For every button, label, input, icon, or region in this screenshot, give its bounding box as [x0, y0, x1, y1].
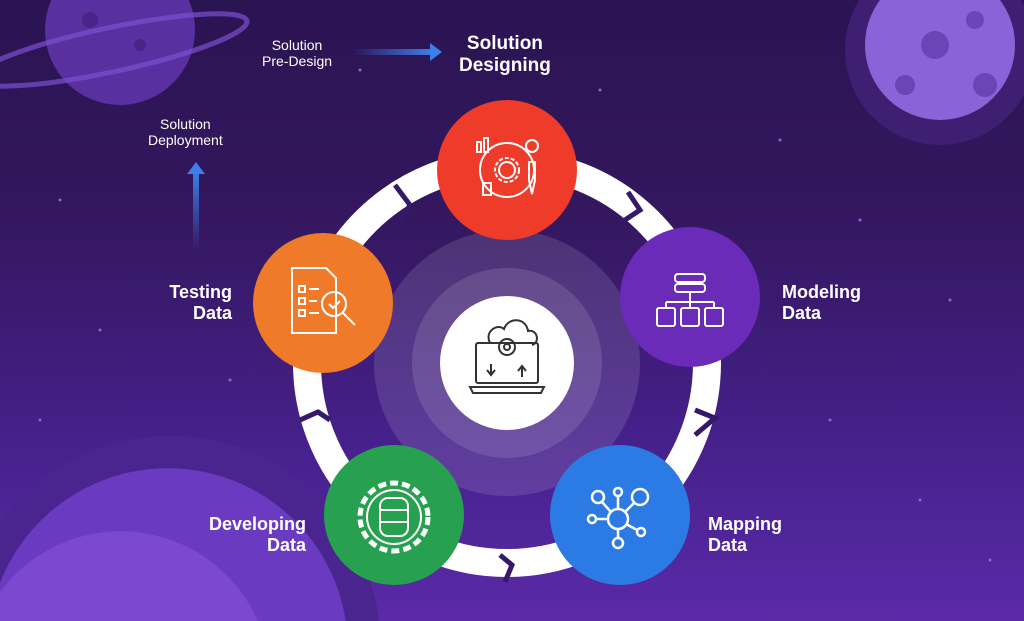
label-testing-data: Testing Data [150, 282, 232, 323]
label-line: Data [192, 302, 232, 323]
label-line: Solution [160, 116, 211, 132]
label-line: Testing [169, 282, 232, 302]
laptop-cloud-gear-icon [468, 319, 546, 394]
label-line: Solution [466, 33, 543, 54]
database-gear-icon [357, 480, 431, 554]
label-line: Pre-Design [262, 53, 333, 70]
label-solution-designing: Solution Designing [459, 33, 551, 77]
label-solution-deployment: Solution Deployment [148, 116, 223, 148]
document-inspection-icon [291, 267, 356, 334]
planet-top-right [845, 0, 1024, 145]
label-line: Deployment [148, 132, 223, 149]
stage-developing-data[interactable] [324, 445, 464, 585]
arrow-right [352, 49, 432, 55]
label-line: Mapping [708, 514, 782, 534]
label-mapping-data: Mapping Data [708, 514, 782, 555]
hierarchy-database-icon [656, 273, 724, 327]
label-modeling-data: Modeling Data [782, 282, 861, 323]
label-line: Designing [459, 54, 551, 76]
label-line: Data [708, 534, 748, 555]
label-line: Developing [208, 514, 306, 534]
stage-modeling-data[interactable] [620, 227, 760, 367]
center-circle [440, 296, 574, 430]
arrow-up [193, 172, 199, 250]
design-strategy-icon [476, 137, 539, 198]
label-line: Solution [271, 37, 323, 53]
label-line: Data [782, 302, 822, 323]
label-line: Data [266, 534, 306, 555]
network-nodes-icon [586, 486, 650, 550]
planet-top-left [0, 0, 250, 105]
stage-mapping-data[interactable] [550, 445, 690, 585]
stage-solution-designing[interactable] [437, 100, 577, 240]
label-developing-data: Developing Data [192, 514, 306, 555]
planet-bottom-left [0, 435, 379, 621]
stage-testing-data[interactable] [253, 233, 393, 373]
label-solution-pre-design: Solution Pre-Design [262, 37, 332, 69]
stars [38, 68, 992, 562]
label-line: Modeling [782, 282, 861, 302]
